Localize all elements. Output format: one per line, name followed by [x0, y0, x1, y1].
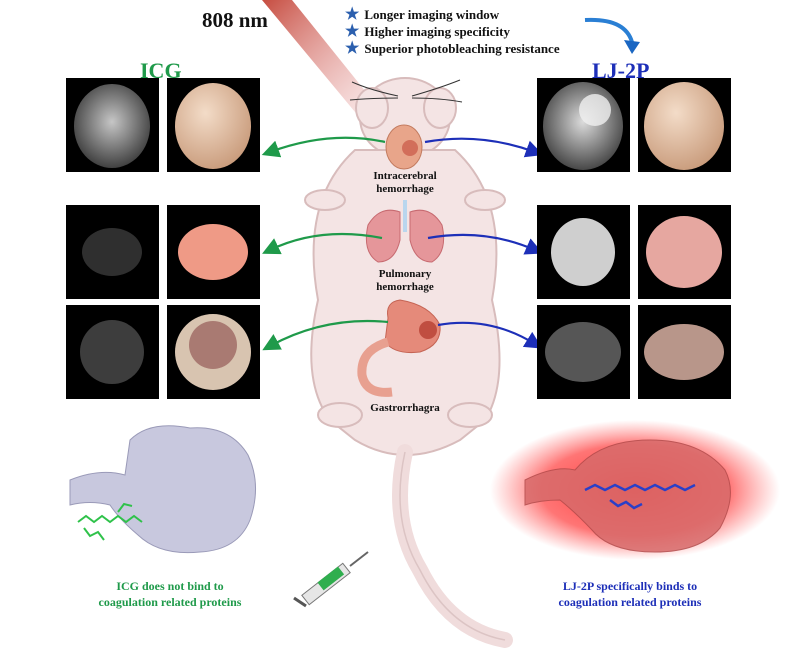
feature-list: ★ Longer imaging window ★ Higher imaging…	[345, 6, 560, 57]
laser-beam	[262, 0, 382, 118]
feature-item: ★ Longer imaging window	[345, 5, 500, 23]
star-icon: ★	[345, 5, 360, 23]
star-icon: ★	[345, 22, 360, 40]
caption-icg: ICG does not bind to coagulation related…	[98, 579, 242, 609]
caption-lj2p: LJ-2P specifically binds to coagulation …	[558, 579, 702, 609]
lj2p-panels	[537, 78, 731, 399]
whiskers	[349, 79, 463, 103]
icg-protein-model	[69, 425, 257, 554]
organ-label-lung: Pulmonary hemorrhage	[376, 268, 434, 293]
feature-item: ★ Higher imaging specificity	[345, 22, 510, 40]
organ-label-brain: Intracerebral hemorrhage	[373, 170, 437, 195]
arrow-right-3	[437, 321, 543, 349]
arrow-left-3	[262, 319, 389, 351]
probe-title-icg: ICG	[140, 58, 182, 83]
arrow-right-2	[427, 233, 544, 255]
organ-label-stomach: Gastrorrhagra	[370, 402, 440, 414]
lj2p-protein-model	[490, 420, 780, 560]
laser-wavelength-label: 808 nm	[202, 8, 268, 32]
stomach-organ	[357, 299, 441, 397]
star-icon: ★	[345, 39, 360, 57]
feature-item: ★ Superior photobleaching resistance	[345, 39, 560, 57]
lungs-organ	[365, 200, 445, 263]
arrow-right-1	[424, 137, 544, 158]
mouse-tail	[392, 444, 513, 648]
probe-title-lj2p: LJ-2P	[592, 58, 650, 83]
icg-panels	[66, 78, 260, 399]
arrow-left-2	[262, 232, 383, 255]
syringe-icon	[293, 551, 369, 608]
arrow-left-1	[261, 136, 386, 158]
curved-arrow-icon	[584, 17, 634, 43]
